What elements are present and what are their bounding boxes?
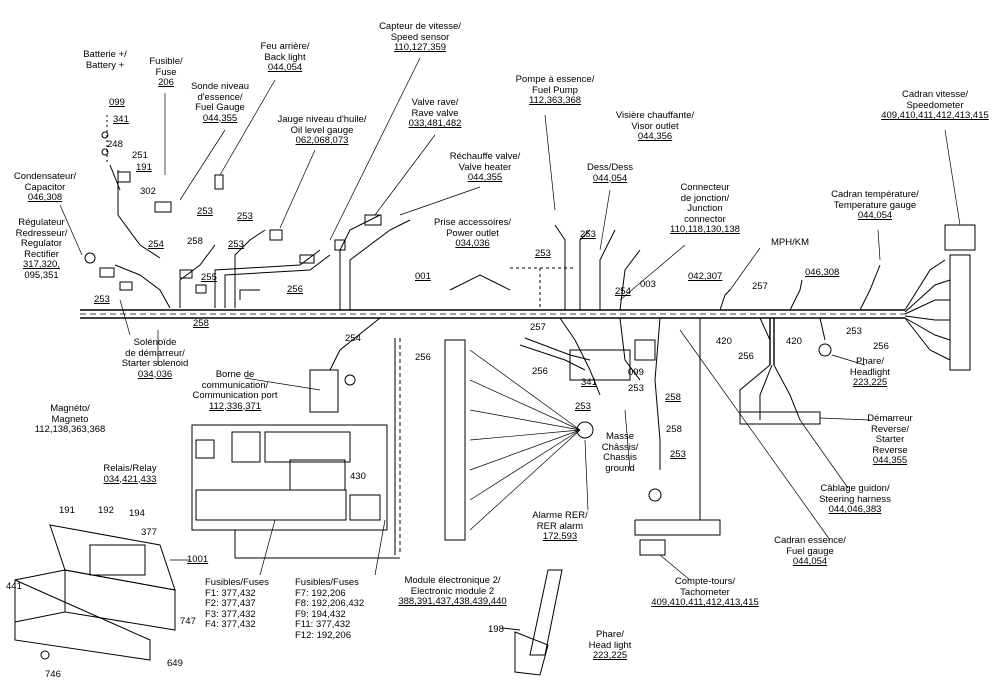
wire-number: 042,307 bbox=[688, 271, 723, 282]
module-bottom bbox=[501, 569, 563, 676]
wire-number: 253 bbox=[628, 383, 644, 394]
wire-number: 254 bbox=[615, 286, 631, 297]
document-id: s04652 bbox=[0, 12, 1, 35]
wire-number: 341 bbox=[581, 377, 597, 388]
wire-number: 198 bbox=[488, 624, 504, 635]
wire-number: 256 bbox=[287, 284, 303, 295]
wire-number: 253 bbox=[237, 211, 253, 222]
wire-number: 420 bbox=[786, 336, 802, 347]
wire-number: 046,308 bbox=[805, 267, 840, 278]
wire-number: 253 bbox=[670, 449, 686, 460]
wire-number: 248 bbox=[107, 139, 123, 150]
wire-number: 003 bbox=[640, 279, 656, 290]
wire-number: 649 bbox=[167, 658, 183, 669]
wire-number: 255 bbox=[201, 272, 217, 283]
wire-number: 001 bbox=[415, 271, 431, 282]
fuse-list-right: Fusibles/Fuses F7: 192,206 F8: 192,206,4… bbox=[295, 577, 365, 641]
communication-port-branch bbox=[309, 317, 381, 413]
wire-number: 258 bbox=[666, 424, 682, 435]
label-battery: Batterie +/Battery + bbox=[83, 49, 127, 71]
upper-left-branch bbox=[106, 115, 331, 309]
wire-number: 254 bbox=[345, 333, 361, 344]
wire-number: 191 bbox=[136, 162, 152, 173]
wire-number: 430 bbox=[350, 471, 366, 482]
wire-number: 420 bbox=[716, 336, 732, 347]
wire-number: 747 bbox=[180, 616, 196, 627]
leader-lines bbox=[59, 57, 961, 581]
wire-number: 256 bbox=[532, 366, 548, 377]
wire-number: 256 bbox=[738, 351, 754, 362]
wire-number: 253 bbox=[94, 294, 110, 305]
wire-number: 302 bbox=[140, 186, 156, 197]
wire-number: 256 bbox=[873, 341, 889, 352]
lower-middle-harness bbox=[394, 317, 721, 556]
fuse-relay-panel bbox=[191, 424, 400, 559]
wire-number: 253 bbox=[846, 326, 862, 337]
main-harness-trunk bbox=[80, 309, 905, 319]
speedometer-fan bbox=[904, 224, 976, 371]
wire-number: 257 bbox=[530, 322, 546, 333]
wire-number: 099 bbox=[628, 367, 644, 378]
relay-box bbox=[14, 524, 176, 661]
middle-upper-branches bbox=[339, 214, 881, 311]
wire-number: 341 bbox=[113, 114, 129, 125]
wire-number: 257 bbox=[752, 281, 768, 292]
fuse-list-left: Fusibles/Fuses F1: 377,432 F2: 377,437 F… bbox=[205, 577, 269, 631]
wire-number: 253 bbox=[228, 239, 244, 250]
left-connectors bbox=[84, 131, 382, 294]
wire-number: 251 bbox=[132, 150, 148, 161]
wire-number: 254 bbox=[148, 239, 164, 250]
wire-number: 258 bbox=[187, 236, 203, 247]
wire-number: 099 bbox=[109, 97, 125, 108]
wire-number: 192 bbox=[98, 505, 114, 516]
wire-number: 253 bbox=[197, 206, 213, 217]
wire-number: 253 bbox=[575, 401, 591, 412]
wire-number: 253 bbox=[535, 248, 551, 259]
wire-number: 1001 bbox=[187, 554, 209, 565]
wire-number: 194 bbox=[129, 508, 145, 519]
wire-number: 746 bbox=[45, 669, 61, 680]
wire-number: 258 bbox=[193, 318, 209, 329]
wire-number: 441 bbox=[6, 581, 22, 592]
wire-number: 258 bbox=[665, 392, 681, 403]
wire-number: 377 bbox=[141, 527, 157, 538]
wire-number: 256 bbox=[415, 352, 431, 363]
label-mph-km: MPH/KM bbox=[771, 237, 809, 248]
wire-number: 191 bbox=[59, 505, 75, 516]
wire-number: 253 bbox=[580, 229, 596, 240]
dashboard-subharness bbox=[739, 317, 832, 425]
label-electronic-module-2: Module électronique 2/Electronic module … bbox=[398, 575, 507, 607]
